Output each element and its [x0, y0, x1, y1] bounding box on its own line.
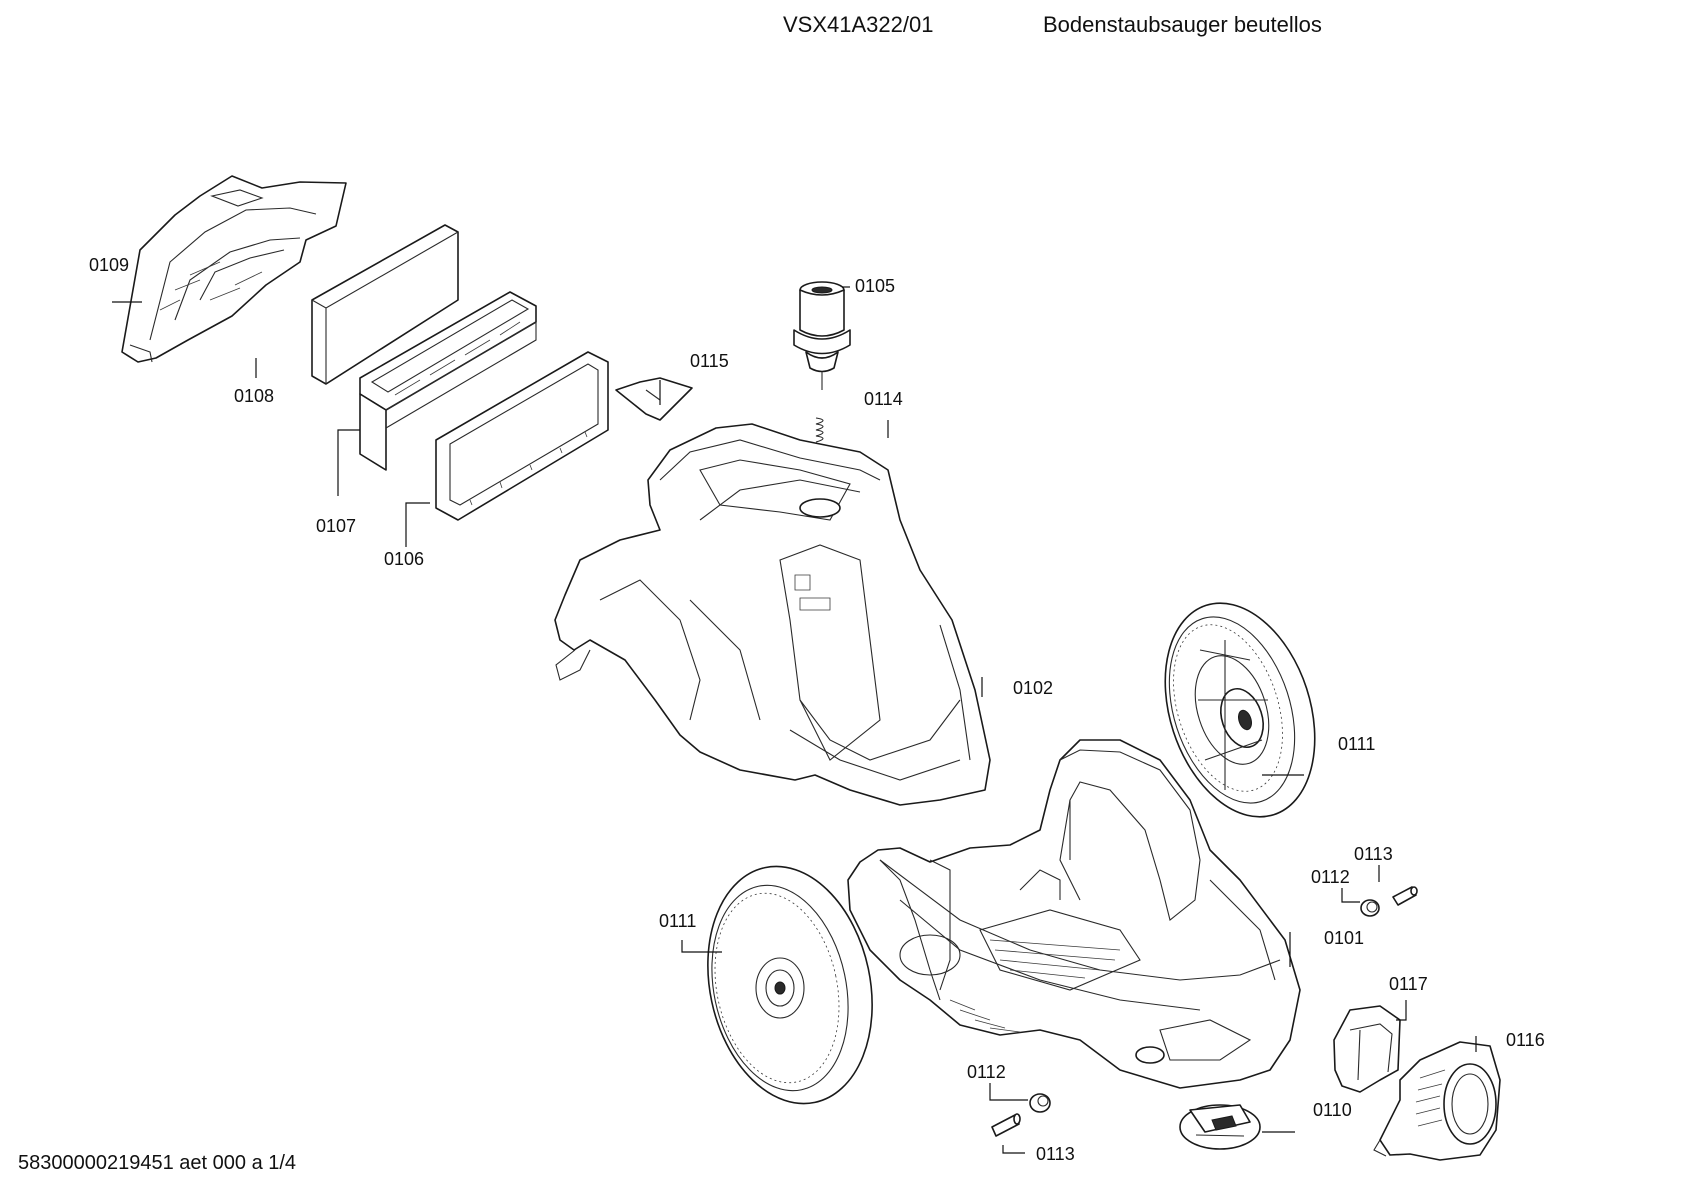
- callout-0116: 0116: [1506, 1030, 1545, 1050]
- callout-0115: 0115: [690, 351, 729, 371]
- callout-0101: 0101: [1324, 928, 1364, 948]
- model-number: VSX41A322/01: [783, 12, 934, 37]
- part-0114-spring: [815, 417, 824, 443]
- product-description: Bodenstaubsauger beutellos: [1043, 12, 1322, 37]
- callout-0112-right: 0112: [1311, 867, 1350, 887]
- part-0111-wheel-rear: [1164, 602, 1316, 818]
- part-0110-latch: [1179, 1104, 1261, 1150]
- part-0116-outlet-housing: [1373, 1041, 1501, 1161]
- part-0107-filter-frame: [359, 291, 537, 471]
- callout-0109: 0109: [89, 255, 129, 275]
- part-0115-wedge: [615, 377, 693, 421]
- document-reference: 58300000219451 aet 000 a 1/4: [18, 1152, 297, 1174]
- part-0112-cap-bottom: [1029, 1093, 1051, 1113]
- leader-0112-right: [1341, 888, 1360, 903]
- part-0111-wheel-front: [707, 865, 873, 1105]
- callout-0113-right: 0113: [1354, 844, 1393, 864]
- callout-0105: 0105: [855, 276, 895, 296]
- callout-0114: 0114: [864, 389, 903, 409]
- part-0101-base-chassis: [847, 739, 1301, 1089]
- callout-0110: 0110: [1313, 1100, 1352, 1120]
- callout-0117: 0117: [1389, 974, 1428, 994]
- callout-0106: 0106: [384, 549, 424, 569]
- callout-0112-bottom: 0112: [967, 1062, 1006, 1082]
- leader-lines: [112, 286, 1477, 1154]
- leader-0106: [405, 502, 430, 547]
- part-0112-cap-right: [1360, 899, 1380, 917]
- part-0113-pin-bottom: [991, 1113, 1021, 1137]
- leader-0107: [337, 429, 360, 496]
- leader-0112-bottom: [989, 1083, 1028, 1101]
- leader-0117: [1396, 1000, 1407, 1021]
- part-0102-upper-housing: [554, 423, 991, 806]
- part-0109-filter-cover: [121, 175, 347, 363]
- part-0106-grille-frame: [435, 351, 609, 521]
- leader-0113-bottom: [1002, 1145, 1025, 1154]
- callout-labels: 0109 0108 0107 0106 0105 0115 0114 0102 …: [89, 255, 1545, 1164]
- callout-0108: 0108: [234, 386, 274, 406]
- callout-0107: 0107: [316, 516, 356, 536]
- leader-0111-front: [681, 940, 722, 953]
- callout-0111-rear: 0111: [1338, 734, 1375, 754]
- part-0117-duct: [1333, 1005, 1401, 1093]
- callout-0102: 0102: [1013, 678, 1053, 698]
- callout-0111-front: 0111: [659, 911, 696, 931]
- part-0113-pin-right: [1392, 886, 1418, 906]
- part-0108-filter-pad: [311, 224, 459, 385]
- part-0105-motor: [793, 281, 851, 390]
- callout-0113-bottom: 0113: [1036, 1144, 1075, 1164]
